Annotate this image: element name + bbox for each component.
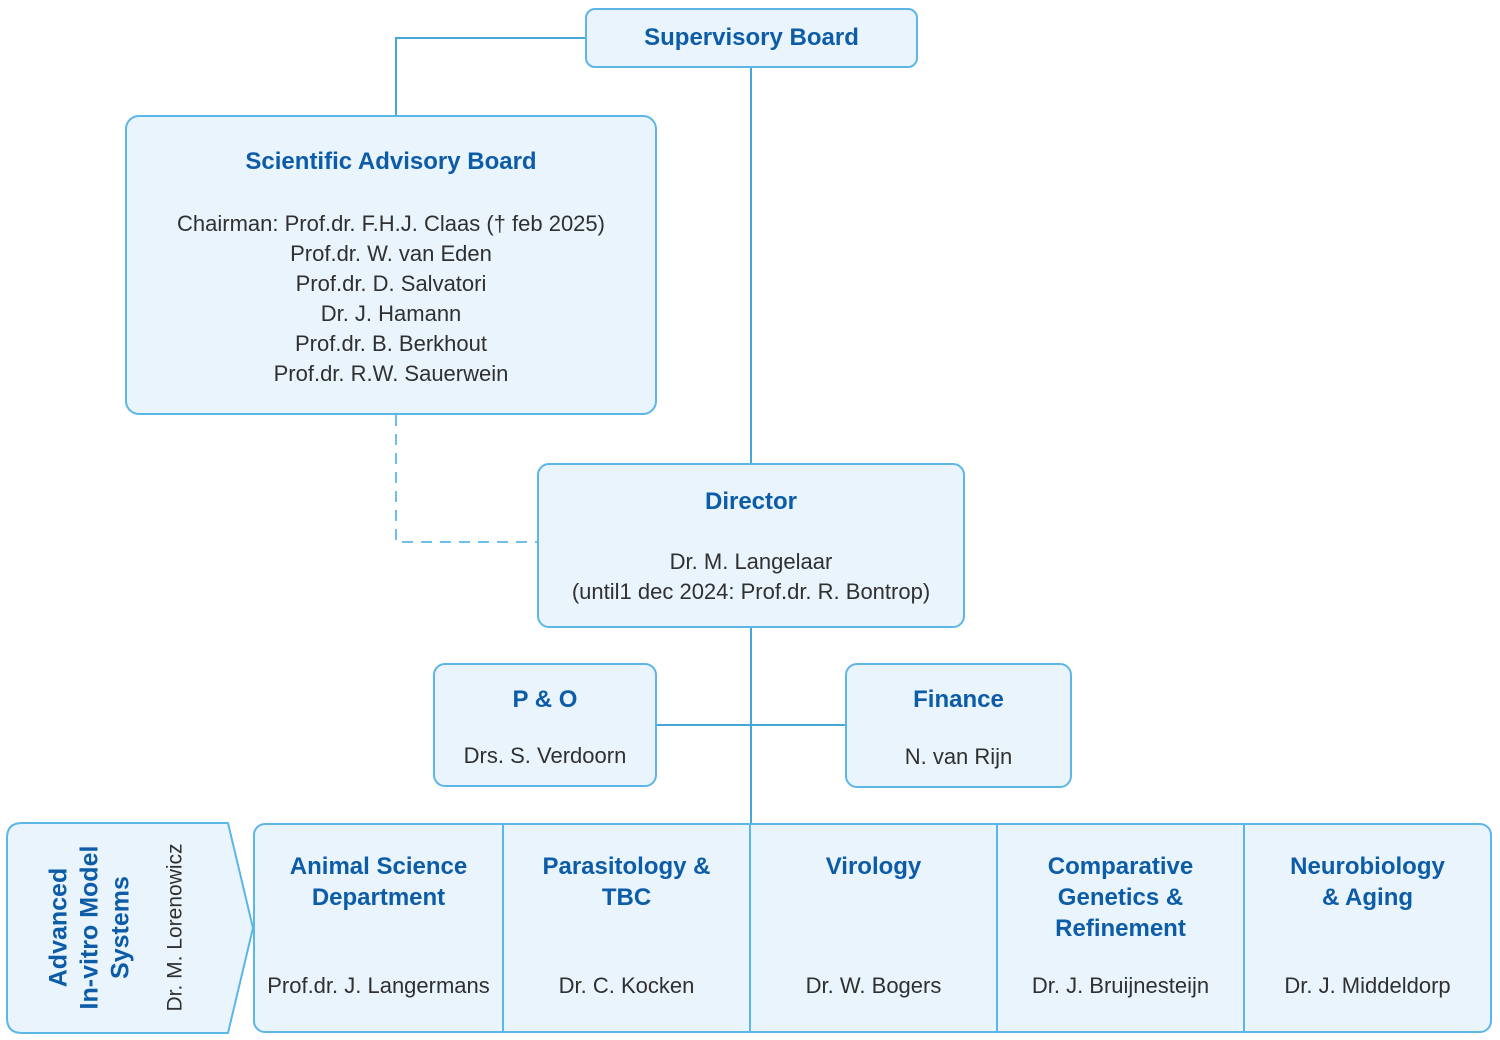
advanced-invitro-head-name: Dr. M. Lorenowicz bbox=[163, 843, 187, 1012]
dept-head-name: Dr. J. Middeldorp bbox=[1284, 973, 1451, 998]
advanced-invitro-pentagon-shape bbox=[6, 822, 254, 1034]
dept-head-name: Dr. W. Bogers bbox=[805, 973, 942, 998]
finance-title: Finance bbox=[913, 686, 1004, 713]
dept-title: Neurobiology & Aging bbox=[1290, 853, 1445, 911]
sab-member: Prof.dr. B. Berkhout bbox=[295, 331, 487, 356]
sab-member: Prof.dr. W. van Eden bbox=[290, 241, 492, 266]
dept-neurobiology-aging: Neurobiology & Aging Dr. J. Middeldorp bbox=[1243, 825, 1490, 1031]
dept-head-name: Dr. J. Bruijnesteijn bbox=[1031, 973, 1210, 998]
po-box: P & O Drs. S. Verdoorn bbox=[433, 663, 657, 787]
dept-parasitology-tbc: Parasitology & TBC Dr. C. Kocken bbox=[502, 825, 749, 1031]
dept-head-name: Dr. C. Kocken bbox=[558, 973, 695, 998]
dept-comparative-genetics: Comparative Genetics & Refinement Dr. J.… bbox=[996, 825, 1243, 1031]
finance-name: N. van Rijn bbox=[904, 744, 1013, 769]
scientific-advisory-board-title: Scientific Advisory Board bbox=[245, 148, 537, 175]
dept-title: Comparative Genetics & Refinement bbox=[1047, 853, 1194, 942]
supervisory-board-title: Supervisory Board bbox=[644, 24, 859, 51]
sab-member: Chairman: Prof.dr. F.H.J. Claas († feb 2… bbox=[177, 211, 605, 236]
po-title: P & O bbox=[512, 686, 578, 713]
departments-row: Animal Science Department Prof.dr. J. La… bbox=[253, 823, 1492, 1033]
connector-sab-to-director-dashed bbox=[395, 415, 537, 543]
dept-animal-science: Animal Science Department Prof.dr. J. La… bbox=[255, 825, 502, 1031]
advanced-invitro-unit: Advanced In-vitro Model Systems Dr. M. L… bbox=[7, 823, 228, 1033]
dept-virology: Virology Dr. W. Bogers bbox=[749, 825, 996, 1031]
connector-supervisory-to-sab bbox=[395, 37, 585, 115]
advanced-invitro-title: Advanced In-vitro Model Systems bbox=[44, 845, 135, 1010]
sab-member: Prof.dr. R.W. Sauerwein bbox=[273, 361, 509, 386]
sab-member: Dr. J. Hamann bbox=[320, 301, 462, 326]
scientific-advisory-board-members: Chairman: Prof.dr. F.H.J. Claas († feb 2… bbox=[177, 209, 605, 389]
director-name: Dr. M. Langelaar bbox=[669, 549, 833, 574]
director-box: Director Dr. M. Langelaar (until1 dec 20… bbox=[537, 463, 965, 628]
director-title: Director bbox=[704, 488, 798, 515]
po-name: Drs. S. Verdoorn bbox=[463, 743, 627, 768]
director-note: (until1 dec 2024: Prof.dr. R. Bontrop) bbox=[571, 579, 931, 604]
dept-title: Animal Science Department bbox=[289, 853, 468, 911]
scientific-advisory-board-box: Scientific Advisory Board Chairman: Prof… bbox=[125, 115, 657, 415]
dept-title: Parasitology & TBC bbox=[542, 853, 711, 911]
dept-head-name: Prof.dr. J. Langermans bbox=[267, 973, 490, 998]
supervisory-board-box: Supervisory Board bbox=[585, 8, 918, 68]
sab-member: Prof.dr. D. Salvatori bbox=[295, 271, 487, 296]
dept-title: Virology bbox=[825, 853, 922, 880]
finance-box: Finance N. van Rijn bbox=[845, 663, 1072, 788]
